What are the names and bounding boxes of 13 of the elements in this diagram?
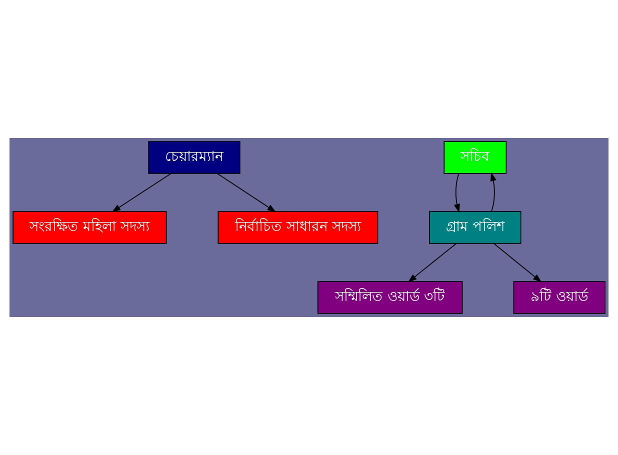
- arrow: [493, 243, 542, 282]
- arrow: [490, 172, 496, 212]
- arrow: [216, 173, 276, 212]
- node-box: নির্বাচিত সাধারন সদস্য: [218, 211, 378, 244]
- node-box: সচিব: [444, 141, 507, 174]
- arrow: [408, 243, 457, 282]
- arrow: [112, 173, 172, 212]
- node-box: চেয়ারম্যান: [148, 141, 240, 174]
- node-box: গ্রাম পলিশ: [429, 211, 522, 244]
- arrow: [454, 173, 460, 213]
- node-box: সংরক্ষিত মহিলা সদস্য: [12, 211, 167, 244]
- node-box: সম্মিলিত ওয়ার্ড ৩টি: [317, 281, 463, 314]
- node-box: ৯টি ওয়ার্ড: [513, 281, 606, 314]
